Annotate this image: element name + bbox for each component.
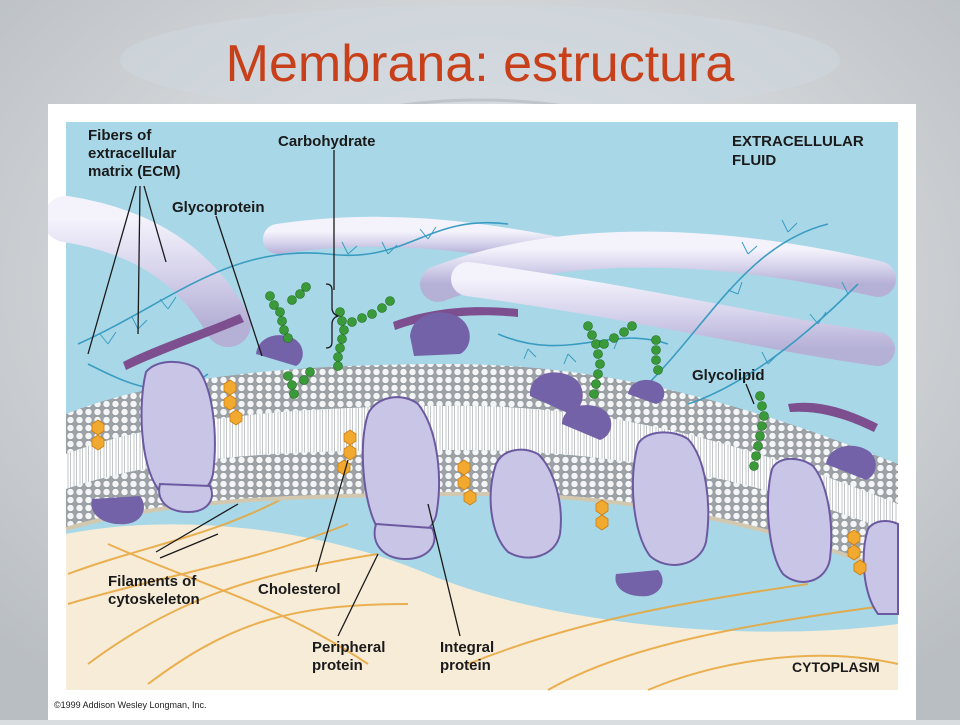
carbohydrate-chains (265, 282, 769, 471)
label-integral-1: Integral (440, 639, 494, 656)
label-peripheral-2: protein (312, 657, 363, 674)
membrane-diagram: Fibers of extracellular matrix (ECM) Car… (43, 104, 916, 720)
label-ecm-3: matrix (ECM) (88, 163, 181, 180)
label-peripheral-1: Peripheral (312, 639, 385, 656)
label-glycolipid: Glycolipid (692, 367, 765, 384)
ecm-purple-segments (123, 307, 878, 432)
label-filaments-2: cytoskeleton (108, 591, 200, 608)
membrane-illustration: Fibers of extracellular matrix (ECM) Car… (43, 122, 899, 710)
label-extracellular-2: FLUID (732, 152, 776, 169)
copyright-notice: ©1999 Addison Wesley Longman, Inc. (54, 700, 207, 710)
label-cholesterol: Cholesterol (258, 581, 341, 598)
label-carbohydrate: Carbohydrate (278, 133, 376, 150)
leader-lines (87, 150, 755, 637)
cytoskeleton-filaments (67, 483, 899, 691)
integral-proteins (140, 360, 899, 615)
label-filaments-1: Filaments of (108, 573, 197, 590)
label-glycoprotein: Glycoprotein (172, 199, 265, 216)
diagram-labels: Fibers of extracellular matrix (ECM) Car… (88, 127, 880, 675)
cholesterol-molecules (91, 379, 867, 576)
peripheral-proteins (91, 312, 876, 597)
label-ecm-2: extracellular (88, 145, 177, 162)
label-extracellular-1: EXTRACELLULAR (732, 133, 864, 150)
label-integral-2: protein (440, 657, 491, 674)
slide-title: Membrana: estructura (225, 35, 735, 93)
lipid-tails (66, 405, 898, 534)
label-ecm-1: Fibers of (88, 127, 152, 144)
outer-leaflet-heads (66, 364, 898, 504)
ecm-branching-strands (77, 219, 859, 405)
label-cytoplasm: CYTOPLASM (792, 659, 880, 675)
cytoplasm-region (66, 524, 898, 690)
